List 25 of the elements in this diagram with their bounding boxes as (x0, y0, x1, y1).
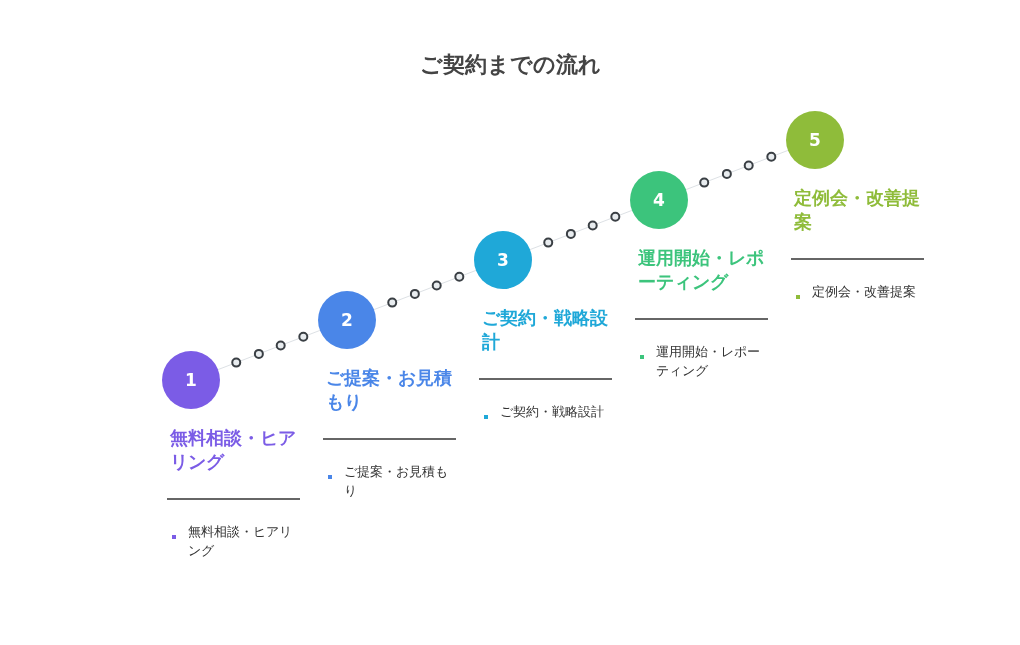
step-heading: 運用開始・レポーティング (638, 246, 765, 294)
step-description: ご提案・お見積もり (344, 463, 448, 500)
step-number: 1 (185, 370, 197, 390)
step-heading: 定例会・改善提案 (794, 186, 921, 234)
dotted-connector (685, 149, 789, 191)
step-description: 運用開始・レポーティング (656, 343, 760, 380)
step-number: 4 (653, 190, 665, 210)
dotted-connector (373, 269, 477, 311)
step-circle (630, 171, 688, 229)
step-circle (786, 111, 844, 169)
step-heading: ご提案・お見積もり (326, 366, 453, 414)
step-circle (162, 351, 220, 409)
step-circle (474, 231, 532, 289)
step-number: 2 (341, 310, 353, 330)
step-heading: 無料相談・ヒアリング (170, 426, 297, 474)
step-heading: ご契約・戦略設計 (482, 306, 609, 354)
step-description: 無料相談・ヒアリング (188, 523, 292, 560)
step-number: 3 (497, 250, 509, 270)
dotted-connector (217, 329, 321, 371)
step-description: 定例会・改善提案 (812, 283, 916, 301)
step-description: ご契約・戦略設計 (500, 403, 604, 421)
step-number: 5 (809, 130, 821, 150)
diagram-title: ご契約までの流れ (418, 51, 602, 79)
dotted-connector (529, 209, 633, 251)
step-circle (318, 291, 376, 349)
